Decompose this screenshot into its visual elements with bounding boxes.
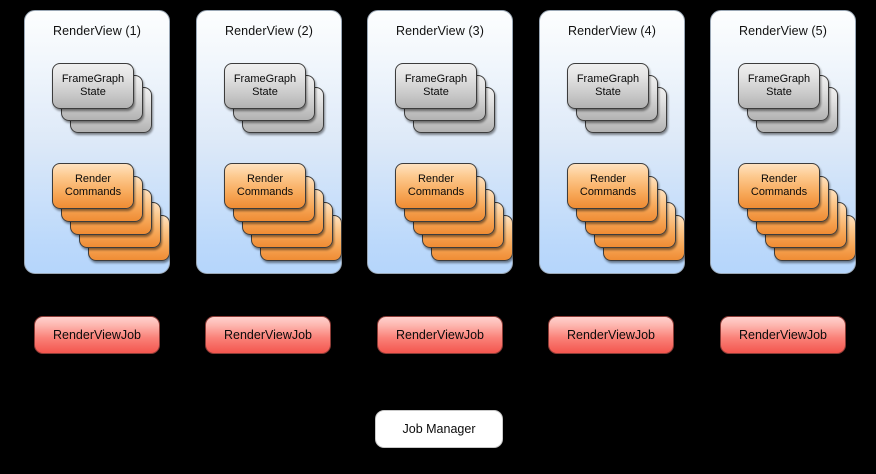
render-view-job-button[interactable]: RenderViewJob [205, 316, 331, 354]
render-view-title: RenderView (5) [738, 24, 827, 38]
frame-graph-state-label: FrameGraph State [576, 73, 640, 98]
render-commands-card[interactable]: Render Commands [224, 163, 306, 209]
render-view-job-button[interactable]: RenderViewJob [720, 316, 846, 354]
render-view-job-button[interactable]: RenderViewJob [548, 316, 674, 354]
frame-graph-state-stack[interactable]: FrameGraph State [567, 63, 667, 141]
frame-graph-state-label: FrameGraph State [233, 73, 297, 98]
render-commands-card[interactable]: Render Commands [395, 163, 477, 209]
render-commands-stack[interactable]: Render Commands [52, 163, 170, 263]
render-view-job-button[interactable]: RenderViewJob [377, 316, 503, 354]
render-commands-label: Render Commands [236, 173, 294, 198]
render-view-job-label: RenderViewJob [223, 328, 313, 342]
frame-graph-state-card[interactable]: FrameGraph State [224, 63, 306, 109]
render-view-job-label: RenderViewJob [52, 328, 142, 342]
render-commands-label: Render Commands [750, 173, 808, 198]
frame-graph-state-label: FrameGraph State [404, 73, 468, 98]
frame-graph-state-label: FrameGraph State [747, 73, 811, 98]
frame-graph-state-card[interactable]: FrameGraph State [738, 63, 820, 109]
render-view-job-button[interactable]: RenderViewJob [34, 316, 160, 354]
render-commands-card[interactable]: Render Commands [738, 163, 820, 209]
render-commands-label: Render Commands [407, 173, 465, 198]
render-commands-stack[interactable]: Render Commands [224, 163, 342, 263]
render-view-title: RenderView (1) [52, 24, 141, 38]
frame-graph-state-stack[interactable]: FrameGraph State [224, 63, 324, 141]
render-commands-stack[interactable]: Render Commands [738, 163, 856, 263]
render-commands-label: Render Commands [579, 173, 637, 198]
render-commands-card[interactable]: Render Commands [567, 163, 649, 209]
frame-graph-state-card[interactable]: FrameGraph State [52, 63, 134, 109]
render-view-title: RenderView (3) [395, 24, 484, 38]
render-view-job-label: RenderViewJob [738, 328, 828, 342]
render-view-job-label: RenderViewJob [395, 328, 485, 342]
render-view-job-label: RenderViewJob [566, 328, 656, 342]
frame-graph-state-label: FrameGraph State [61, 73, 125, 98]
render-view-title: RenderView (4) [567, 24, 656, 38]
job-manager-label: Job Manager [402, 422, 476, 436]
render-commands-stack[interactable]: Render Commands [567, 163, 685, 263]
frame-graph-state-stack[interactable]: FrameGraph State [395, 63, 495, 141]
job-manager-node[interactable]: Job Manager [375, 410, 503, 448]
frame-graph-state-stack[interactable]: FrameGraph State [52, 63, 152, 141]
frame-graph-state-card[interactable]: FrameGraph State [567, 63, 649, 109]
frame-graph-state-stack[interactable]: FrameGraph State [738, 63, 838, 141]
render-commands-card[interactable]: Render Commands [52, 163, 134, 209]
render-view-title: RenderView (2) [224, 24, 313, 38]
frame-graph-state-card[interactable]: FrameGraph State [395, 63, 477, 109]
render-commands-stack[interactable]: Render Commands [395, 163, 513, 263]
render-commands-label: Render Commands [64, 173, 122, 198]
